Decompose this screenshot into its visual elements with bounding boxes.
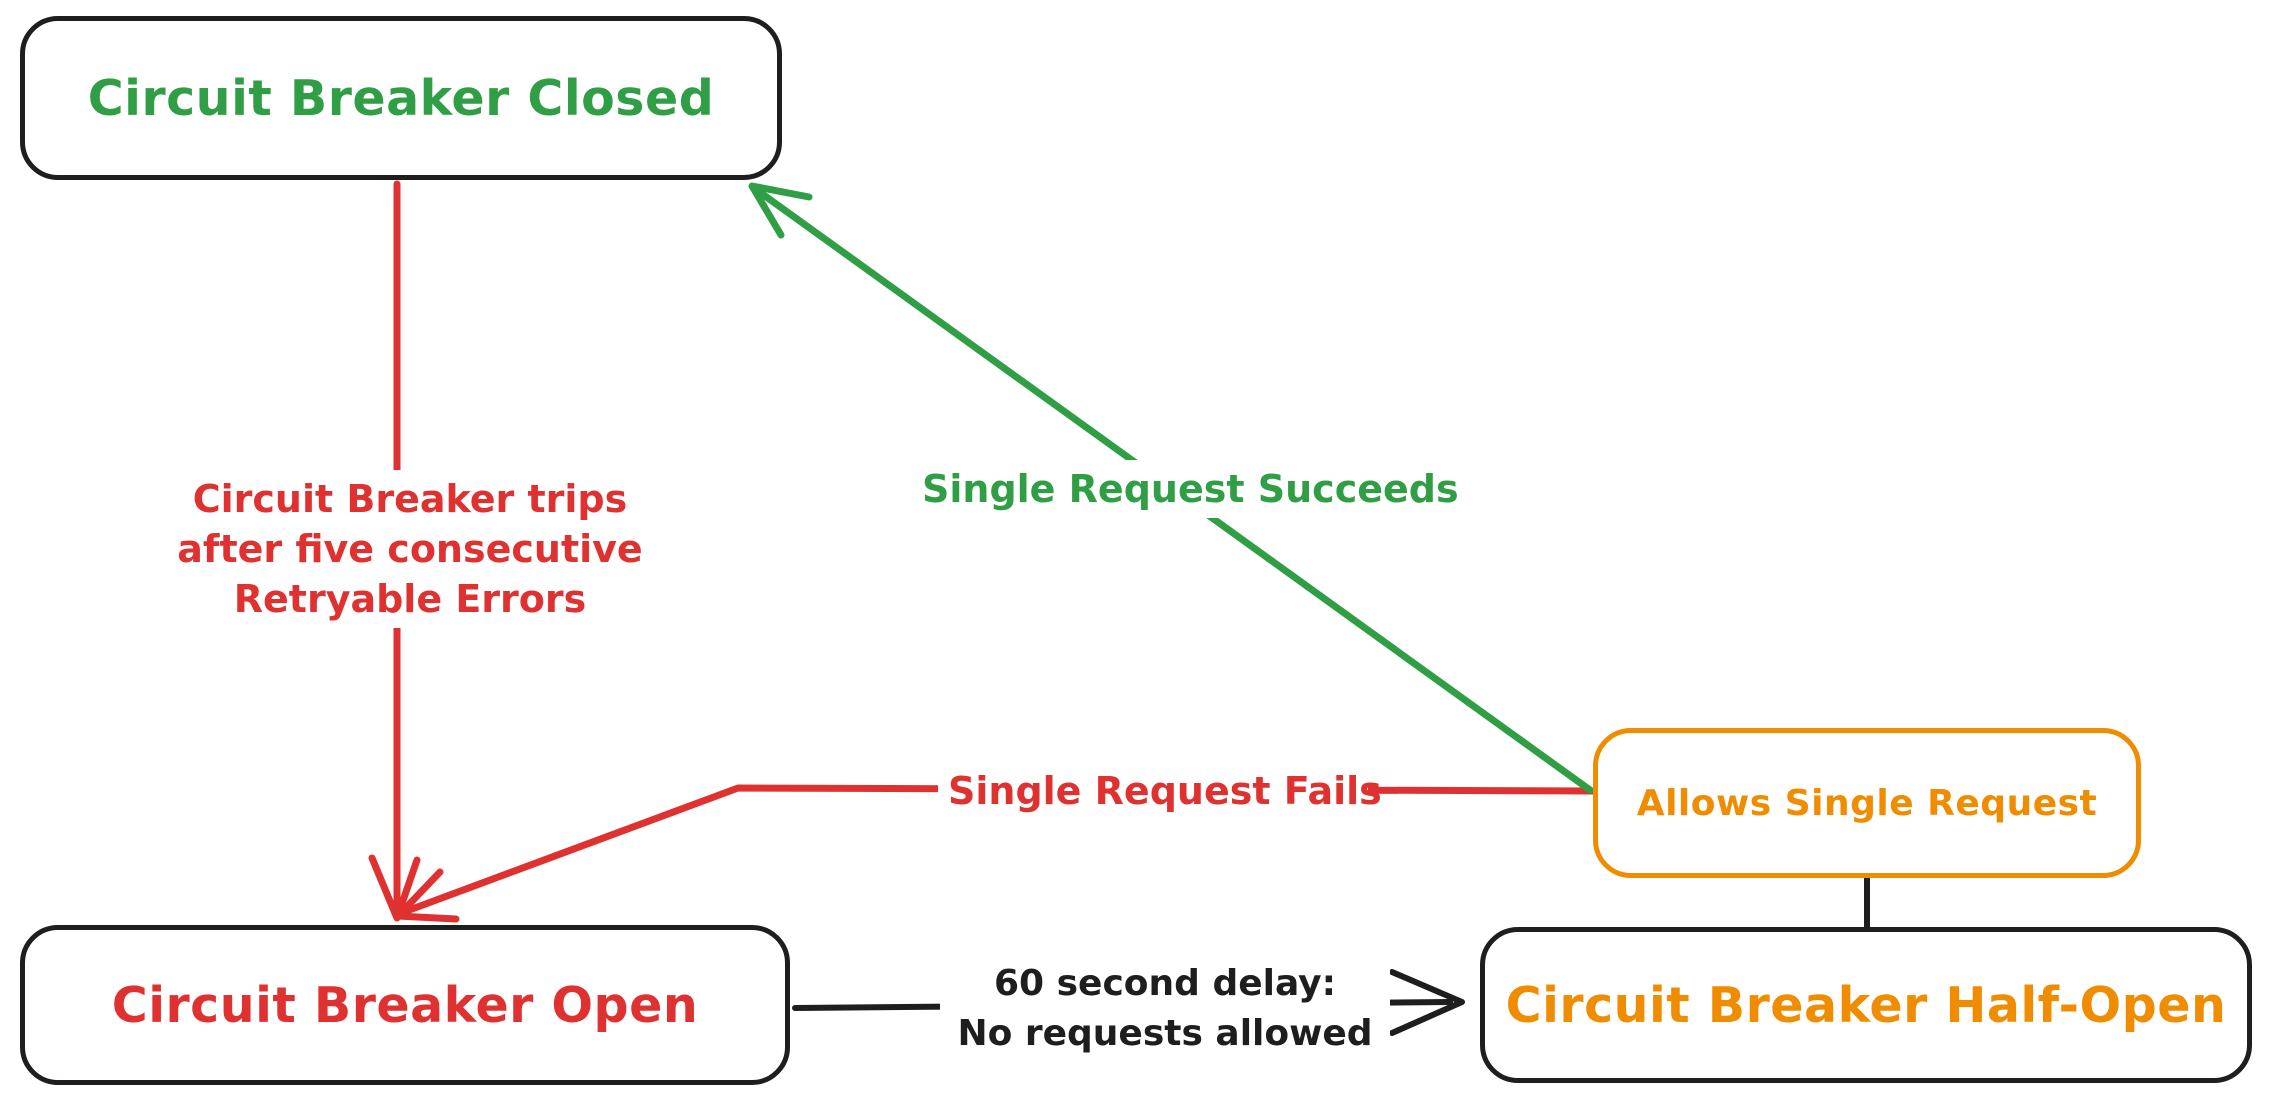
node-circuit-breaker-half-open: Circuit Breaker Half-Open: [1480, 927, 2252, 1083]
node-circuit-breaker-closed-label: Circuit Breaker Closed: [87, 69, 715, 127]
label-delay-line2: No requests allowed: [957, 1013, 1373, 1054]
label-trip-line3: Retryable Errors: [233, 577, 587, 621]
edge-delay-arrowhead: [1389, 969, 1465, 1036]
label-succeeds: Single Request Succeeds: [912, 460, 1459, 518]
node-allows-single-request-label: Allows Single Request: [1636, 782, 2098, 824]
node-circuit-breaker-open: Circuit Breaker Open: [20, 925, 790, 1085]
edge-succeeds-arrowhead: [748, 182, 813, 239]
label-fails: Single Request Fails: [938, 762, 1382, 820]
node-circuit-breaker-open-label: Circuit Breaker Open: [111, 976, 699, 1034]
node-allows-single-request: Allows Single Request: [1593, 728, 2141, 878]
edge-fails-arrowhead: [394, 868, 460, 923]
node-circuit-breaker-half-open-label: Circuit Breaker Half-Open: [1505, 976, 2227, 1034]
label-trip-line2: after five consecutive: [177, 527, 643, 571]
label-trip: Circuit Breaker trips after five consecu…: [140, 470, 680, 628]
label-delay: 60 second delay: No requests allowed: [940, 955, 1390, 1063]
label-trip-line1: Circuit Breaker trips: [192, 477, 628, 521]
node-circuit-breaker-closed: Circuit Breaker Closed: [20, 16, 782, 180]
label-delay-line1: 60 second delay:: [993, 963, 1337, 1004]
